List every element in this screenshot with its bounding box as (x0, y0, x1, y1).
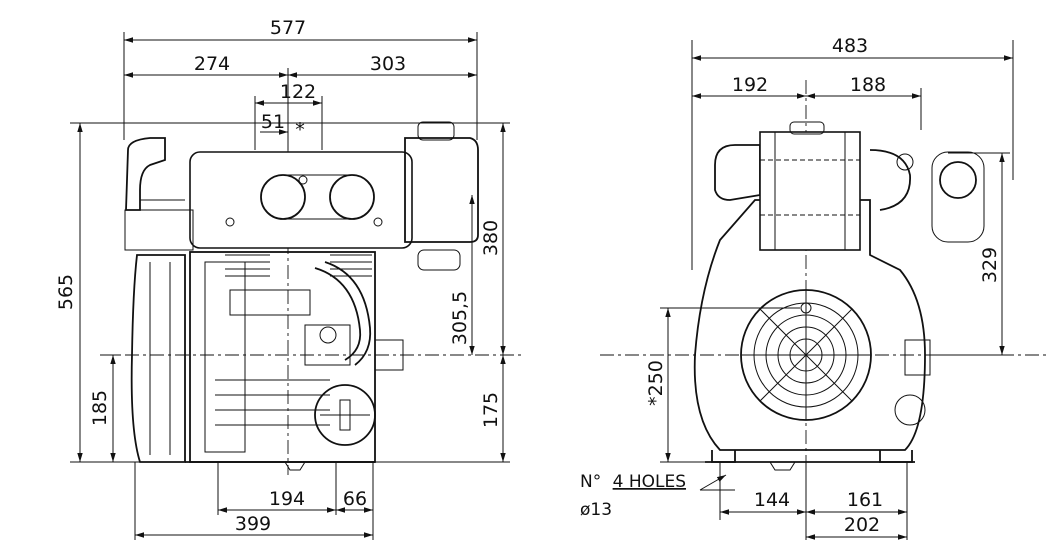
side-dimension-labels: 483 192 188 329 *250 144 161 202 (645, 35, 1001, 536)
holes-note-prefix: N° (580, 472, 601, 492)
front-dimension-labels: 577 274 303 122 51 * 565 380 305,5 175 1… (55, 17, 502, 535)
dim-185: 185 (89, 390, 111, 426)
svg-text:N° 4 HOLES: N° 4 HOLES (580, 472, 686, 492)
front-view: 577 274 303 122 51 * 565 380 305,5 175 1… (55, 17, 525, 540)
dim-329: 329 (979, 247, 1001, 283)
dim-175: 175 (480, 392, 502, 428)
dim-274: 274 (194, 53, 230, 75)
dim-577: 577 (270, 17, 306, 39)
side-extension-lines (660, 40, 1014, 540)
dim-star: * (295, 119, 305, 141)
holes-note-diameter: ø13 (580, 500, 612, 520)
dim-144: 144 (754, 489, 790, 511)
dim-51: 51 (261, 111, 285, 133)
holes-note-count: 4 HOLES (613, 472, 686, 492)
front-extension-lines (70, 32, 510, 540)
dim-161: 161 (847, 489, 883, 511)
front-engine-body (124, 121, 479, 471)
holes-note: N° 4 HOLES ø13 (580, 472, 686, 520)
dim-66: 66 (343, 488, 367, 510)
dim-202: 202 (844, 514, 880, 536)
dim-483: 483 (832, 35, 868, 57)
dim-122: 122 (280, 81, 316, 103)
dim-399: 399 (235, 513, 271, 535)
dim-565: 565 (55, 274, 77, 310)
dim-194: 194 (269, 488, 305, 510)
dim-380: 380 (480, 220, 502, 256)
front-dimension-lines (77, 37, 506, 538)
dim-303: 303 (370, 53, 406, 75)
dim-192: 192 (732, 74, 768, 96)
dim-188: 188 (850, 74, 886, 96)
dim-305-5: 305,5 (449, 291, 471, 345)
side-engine-body (693, 121, 985, 471)
front-center-lines (100, 90, 525, 475)
dim-star-250: *250 (645, 360, 667, 406)
side-view: 483 192 188 329 *250 144 161 202 N° 4 HO… (580, 35, 1050, 540)
side-dimension-lines (665, 55, 1013, 540)
